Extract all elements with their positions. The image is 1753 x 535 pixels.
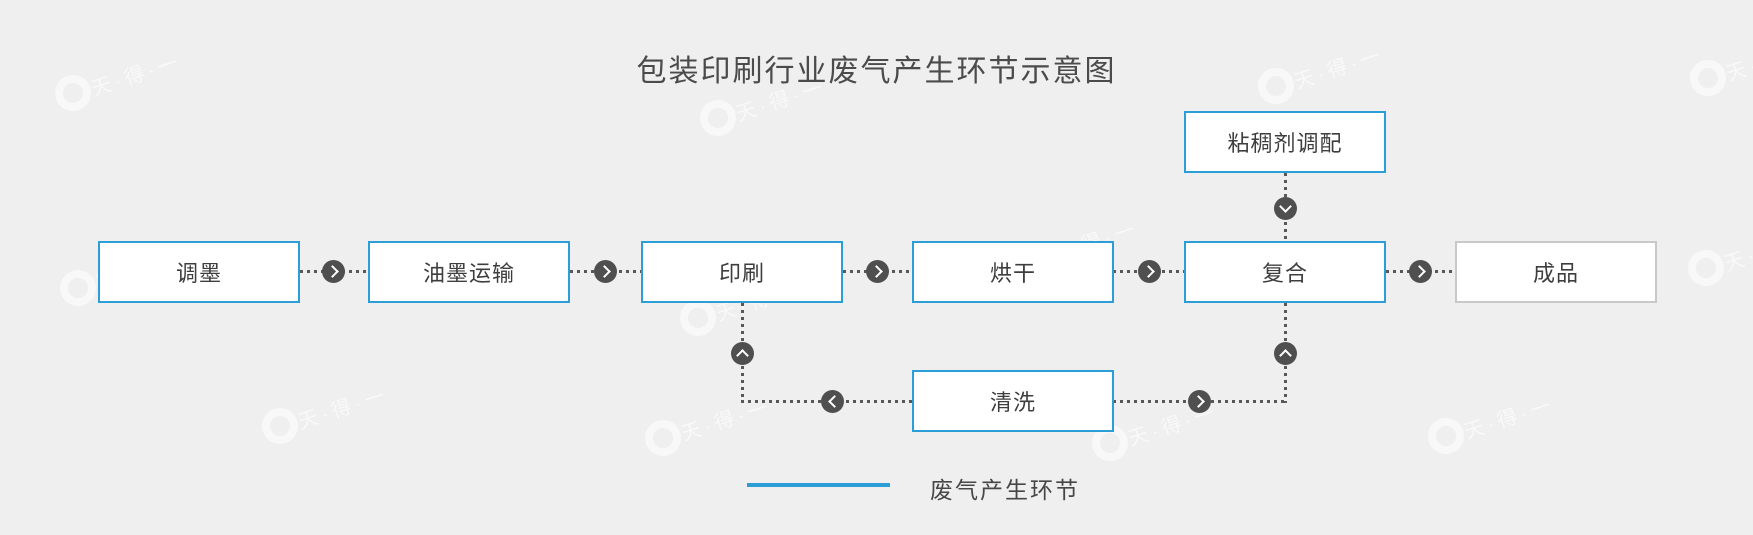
watermark-text: 天·得·一 [678,395,775,446]
node-laminating: 复合 [1184,241,1386,303]
node-drying: 烘干 [912,241,1114,303]
node-finished-product: 成品 [1455,241,1657,303]
arrow-right-icon [1188,390,1211,413]
watermark-logo-icon [680,300,716,336]
node-label: 油墨运输 [422,261,515,286]
watermark-stamp: 天·得·一 [680,276,809,336]
arrow-left-icon [821,390,844,413]
arrow-up-icon [1274,342,1297,365]
chevron-right-icon [1412,265,1426,278]
watermark-stamp: 天·得·一 [1428,394,1557,454]
arrow-right-icon [1409,260,1432,283]
chevron-up-icon [736,349,749,362]
watermark-logo-icon [700,100,736,136]
watermark-text: 天·得·一 [1461,393,1558,444]
watermark-text: 天·得·一 [1721,225,1753,276]
chevron-right-icon [597,265,611,278]
legend-label: 废气产生环节 [930,477,1080,503]
node-ink-mixing: 调墨 [98,241,300,303]
chevron-right-icon [1141,265,1155,278]
chevron-right-icon [1191,395,1205,408]
chevron-right-icon [325,265,339,278]
watermark-logo-icon [1428,418,1464,454]
node-cleaning: 清洗 [912,370,1114,432]
node-label: 粘稠剂调配 [1227,131,1343,156]
arrow-down-icon [1274,197,1297,220]
watermark-stamp: 天·得·一 [700,76,829,136]
node-thickener-mixing: 粘稠剂调配 [1184,111,1386,173]
arrow-up-icon [731,342,754,365]
node-label: 成品 [1532,261,1579,286]
watermark-logo-icon [1688,250,1724,286]
arrow-right-icon [594,260,617,283]
diagram-title: 包装印刷行业废气产生环节示意图 [636,55,1117,88]
watermark-stamp: 天·得·一 [645,396,774,456]
watermark-stamp: 天·得·一 [262,384,391,444]
chevron-up-icon [1279,349,1292,362]
chevron-down-icon [1279,200,1292,213]
node-label: 印刷 [718,261,765,286]
watermark-logo-icon [60,270,96,306]
node-label: 烘干 [989,261,1036,286]
arrow-right-icon [866,260,889,283]
arrow-right-icon [322,260,345,283]
legend-waste-gas-line [747,483,890,487]
watermark-stamp: 天·得·一 [1688,226,1753,286]
node-printing: 印刷 [641,241,843,303]
node-ink-transport: 油墨运输 [368,241,570,303]
watermark-stamp: 天·得·一 [60,246,189,306]
chevron-right-icon [869,265,883,278]
node-label: 调墨 [175,261,222,286]
watermark-logo-icon [262,408,298,444]
chevron-left-icon [827,395,841,408]
arrow-right-icon [1138,260,1161,283]
node-label: 复合 [1261,261,1308,286]
node-label: 清洗 [989,390,1036,415]
watermark-text: 天·得·一 [295,383,392,434]
watermark-logo-icon [645,420,681,456]
